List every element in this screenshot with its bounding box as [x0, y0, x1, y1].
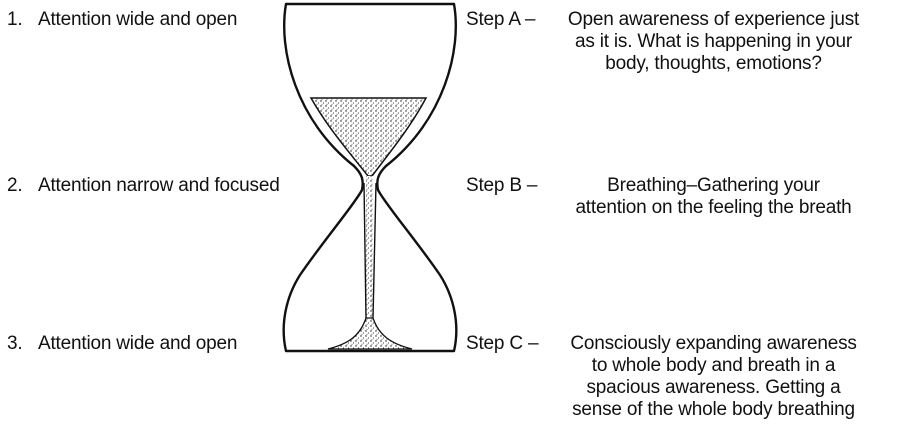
step-c-label: Step C – [466, 333, 538, 355]
step-b-text: Breathing–Gathering your attention on th… [536, 175, 891, 219]
step-a-text: Open awareness of experience just as it … [536, 9, 891, 75]
sand-stream [366, 176, 373, 318]
neck-line-right [373, 183, 376, 318]
bottom-sand [328, 318, 412, 349]
attention-label-2-number: 2. [7, 175, 38, 197]
step-a-label: Step A – [466, 9, 535, 31]
top-sand [311, 98, 426, 176]
attention-label-2-text: Attention narrow and focused [38, 175, 280, 196]
step-c-text: Consciously expanding awareness to whole… [536, 333, 891, 421]
attention-label-2: 2.Attention narrow and focused [7, 175, 280, 197]
step-b-label: Step B – [466, 175, 537, 197]
attention-label-1: 1.Attention wide and open [7, 9, 237, 31]
attention-label-1-text: Attention wide and open [38, 9, 237, 30]
hourglass-icon [270, 0, 462, 358]
attention-label-1-number: 1. [7, 9, 38, 31]
attention-label-3-number: 3. [7, 333, 38, 355]
neck-line-left [364, 183, 366, 318]
attention-label-3-text: Attention wide and open [38, 333, 237, 354]
attention-label-3: 3.Attention wide and open [7, 333, 237, 355]
